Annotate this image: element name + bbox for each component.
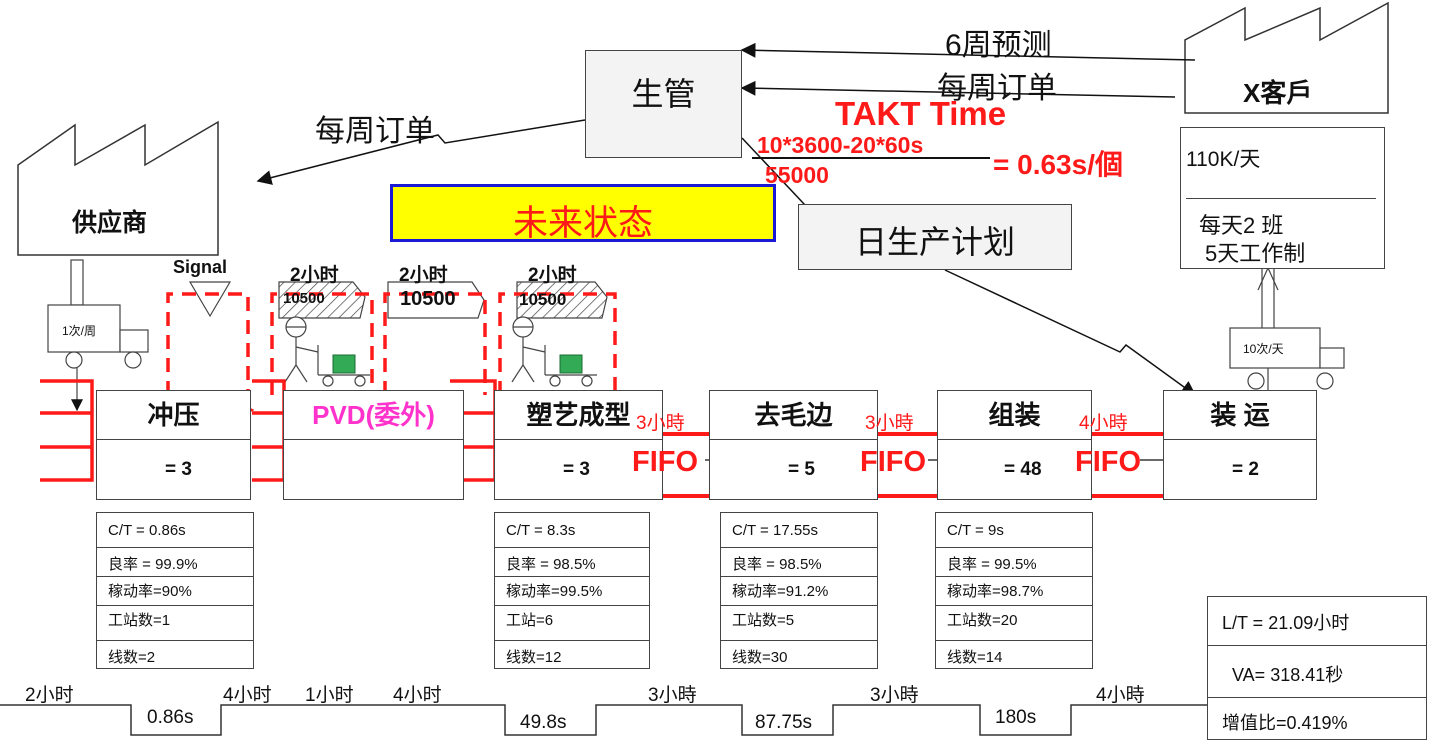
process-stamping: 冲压 = 3 <box>96 390 251 500</box>
timeline-process-2: 49.8s <box>520 712 567 733</box>
signal-kanban-icon <box>188 281 232 318</box>
takt-title: TAKT Time <box>835 95 1007 132</box>
process-shipping: 装 运 = 2 <box>1163 390 1317 500</box>
customer-shifts: 每天2 班 <box>1199 213 1284 238</box>
future-state-title: 未来状态 <box>390 184 776 243</box>
customer-workdays: 5天工作制 <box>1205 241 1306 266</box>
supermarket-3-icon <box>516 281 608 319</box>
timeline-wait-5: 3小時 <box>648 685 697 706</box>
takt-numerator: 10*3600-20*60s <box>757 132 924 158</box>
process-molding: 塑艺成型 = 3 <box>494 390 663 500</box>
lead-time: L/T = 21.09小时 <box>1222 613 1350 633</box>
supermarket-1-qty: 10500 <box>283 290 325 307</box>
supplier-truck-icon <box>47 304 121 353</box>
fifo-3-label: FIFO <box>1075 446 1142 478</box>
supermarket-2-time: 2小时 <box>399 265 448 286</box>
supermarket-1-icon <box>278 281 366 319</box>
signal-label: Signal <box>173 257 228 277</box>
molding-operators: = 3 <box>563 459 590 480</box>
timeline-ladder <box>0 704 1208 736</box>
timeline-wait-6: 3小時 <box>870 685 919 706</box>
fifo-2-time: 3小時 <box>865 413 914 434</box>
timeline-wait-4: 4小时 <box>393 685 442 706</box>
summary-box: L/T = 21.09小时 VA= 318.41秒 增值比=0.419% <box>1207 596 1427 740</box>
customer-name: X客戶 <box>1243 78 1313 108</box>
production-control-label: 生管 <box>631 76 696 112</box>
supermarket-1-time: 2小时 <box>290 265 339 286</box>
withdrawal-operator-2-icon <box>511 316 597 387</box>
forecast-label: 6周预测 <box>945 29 1052 62</box>
process-assembly: 组装 = 48 <box>937 390 1092 500</box>
value-ratio: 增值比=0.419% <box>1222 713 1348 733</box>
weekly-order-customer-label: 每周订单 <box>937 72 1057 105</box>
daily-plan-box: 日生产计划 <box>798 204 1072 270</box>
timeline-process-1: 0.86s <box>147 707 194 728</box>
timeline-wait-7: 4小時 <box>1096 685 1145 706</box>
takt-result: = 0.63s/個 <box>993 149 1123 180</box>
timeline-wait-1: 2小时 <box>25 685 74 706</box>
customer-truck-frequency: 10次/天 <box>1243 342 1284 356</box>
shipping-operators: = 2 <box>1232 459 1259 480</box>
production-control-box: 生管 <box>585 50 742 158</box>
data-box-deburring: C/T = 17.55s 良率 = 98.5% 稼动率=91.2% 工站数=5 … <box>720 512 878 669</box>
data-box-molding: C/T = 8.3s 良率 = 98.5% 稼动率=99.5% 工站=6 线数=… <box>494 512 650 669</box>
supplier-factory-icon <box>17 120 219 256</box>
supplier-truck-frequency: 1次/周 <box>62 324 97 338</box>
process-pvd: PVD(委外) <box>283 390 464 500</box>
supermarket-2-qty: 10500 <box>400 288 456 310</box>
data-box-assembly: C/T = 9s 良率 = 99.5% 稼动率=98.7% 工站数=20 线数=… <box>935 512 1093 669</box>
supermarket-3-qty: 10500 <box>519 290 567 309</box>
supermarket-2-icon <box>387 281 485 319</box>
timeline-process-4: 180s <box>995 707 1037 728</box>
timeline-wait-3: 1小时 <box>305 685 354 706</box>
process-deburring: 去毛边 = 5 <box>709 390 878 500</box>
fifo-2-label: FIFO <box>860 446 927 478</box>
fifo-3-time: 4小時 <box>1079 413 1128 434</box>
deburring-operators: = 5 <box>788 459 815 480</box>
fifo-1-time: 3小時 <box>636 413 685 434</box>
timeline-process-3: 87.75s <box>755 712 813 733</box>
supplier-name: 供应商 <box>72 209 148 237</box>
takt-denominator: 55000 <box>765 162 829 188</box>
value-added: VA= 318.41秒 <box>1232 665 1344 685</box>
fifo-1-label: FIFO <box>632 446 699 478</box>
customer-data-box: 110K/天 每天2 班 5天工作制 <box>1180 127 1385 269</box>
supermarket-3-time: 2小时 <box>528 265 577 286</box>
stamping-operators: = 3 <box>165 459 192 480</box>
customer-divider <box>1186 198 1376 199</box>
weekly-order-supplier-label: 每周订单 <box>315 115 435 148</box>
withdrawal-operator-1-icon <box>284 316 370 387</box>
data-box-stamping: C/T = 0.86s 良率 = 99.9% 稼动率=90% 工站数=1 线数=… <box>96 512 254 669</box>
customer-demand: 110K/天 <box>1186 148 1261 171</box>
customer-truck-icon <box>1229 327 1321 369</box>
timeline-wait-2: 4小时 <box>223 685 272 706</box>
customer-factory-icon <box>1184 1 1389 114</box>
assembly-operators: = 48 <box>1004 459 1042 480</box>
